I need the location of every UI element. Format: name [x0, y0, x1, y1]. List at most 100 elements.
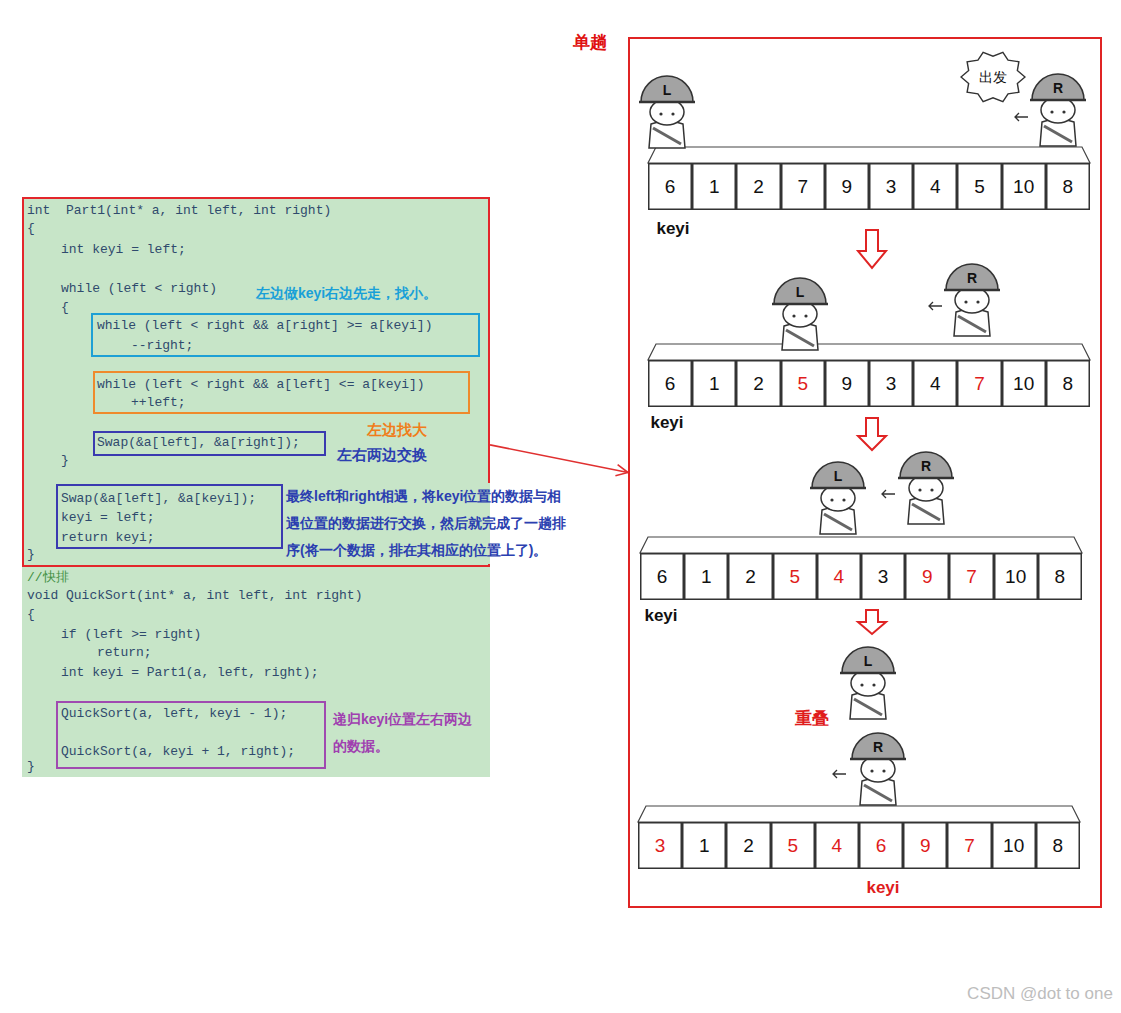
- code-line: keyi = left;: [61, 509, 155, 527]
- array-cell: 3: [869, 360, 913, 407]
- slab-top: [640, 537, 1082, 553]
- code-line: while (left < right && a[left] <= a[keyi…: [97, 376, 425, 394]
- cell-value: 3: [655, 837, 666, 855]
- code-line: while (left < right && a[right] >= a[key…: [97, 317, 432, 335]
- array-cell: 4: [815, 822, 859, 869]
- array-cell: 7: [957, 360, 1001, 407]
- code-line: if (left >= right): [61, 626, 201, 644]
- code-block: Swap(&a[left], &a[right]);: [93, 431, 326, 456]
- cell-value: 6: [665, 178, 676, 196]
- annotation: 最终left和right相遇，将keyi位置的数据与相遇位置的数据进行交换，然后…: [286, 483, 566, 564]
- annotation: 左右两边交换: [337, 445, 427, 464]
- array-cell: 3: [861, 553, 905, 600]
- array-cell: 3: [869, 163, 913, 210]
- pointer-letter: L: [796, 283, 805, 301]
- array-cell: 7: [781, 163, 825, 210]
- array-cell: 10: [1002, 360, 1046, 407]
- key-marker: keyi: [644, 605, 677, 626]
- array-cell: 2: [726, 822, 770, 869]
- array-cell: 4: [913, 163, 957, 210]
- cell-value: 5: [797, 375, 808, 393]
- left-soldier: [810, 462, 866, 534]
- pointer-letter: R: [967, 269, 977, 287]
- bubble-text: 出发: [979, 68, 1007, 86]
- pointer-letter: L: [834, 467, 843, 485]
- array-cell: 9: [825, 163, 869, 210]
- arrow-head: [615, 465, 628, 476]
- key-marker: keyi: [866, 877, 899, 898]
- array-cell: 6: [859, 822, 903, 869]
- array-cell: 3: [638, 822, 682, 869]
- cell-value: 2: [753, 375, 764, 393]
- array-cell: 10: [994, 553, 1038, 600]
- code-line: --right;: [131, 337, 193, 355]
- array-cell: 1: [692, 163, 736, 210]
- array-cell: 7: [949, 553, 993, 600]
- cell-value: 7: [974, 375, 985, 393]
- array-cell: 9: [903, 822, 947, 869]
- code-line: Swap(&a[left], &a[keyi]);: [61, 490, 256, 508]
- array-cell: 8: [1038, 553, 1082, 600]
- code-line: {: [27, 606, 35, 624]
- move-arrow: [882, 490, 895, 498]
- cell-value: 2: [745, 568, 756, 586]
- left-soldier: [840, 647, 896, 719]
- down-arrow: [858, 418, 886, 450]
- code-block: QuickSort(a, left, keyi - 1);QuickSort(a…: [56, 701, 326, 769]
- move-arrow: [1015, 113, 1028, 121]
- code-line: while (left < right): [61, 280, 217, 298]
- right-soldier: [898, 452, 954, 524]
- array-cell: 1: [684, 553, 728, 600]
- array-cell: 8: [1046, 360, 1090, 407]
- array-cell: 5: [771, 822, 815, 869]
- move-arrows: [833, 113, 1028, 778]
- key-marker: keyi: [650, 412, 683, 433]
- array-cell: 2: [736, 360, 780, 407]
- code-line: return keyi;: [61, 529, 155, 547]
- left-soldier: [639, 76, 695, 148]
- code-line: ++left;: [131, 394, 186, 412]
- cell-value: 10: [1003, 837, 1024, 855]
- cell-value: 6: [876, 837, 887, 855]
- array-cell: 6: [640, 553, 684, 600]
- panel-heading: 单趟: [573, 33, 607, 53]
- code-line: int Part1(int* a, int left, int right): [27, 202, 331, 220]
- cell-value: 2: [743, 837, 754, 855]
- trace-panel: 单趟出发612793451086125934710861254397108312…: [628, 37, 1102, 908]
- pointer-letter: R: [873, 738, 883, 756]
- cell-value: 4: [930, 178, 941, 196]
- array-slab-tops: [638, 147, 1090, 822]
- connector-line: [490, 445, 628, 473]
- cell-value: 4: [832, 837, 843, 855]
- cell-value: 10: [1013, 178, 1034, 196]
- cell-value: 1: [709, 375, 720, 393]
- annotation: 递归keyi位置左右两边的数据。: [333, 706, 485, 760]
- code-block: while (left < right && a[left] <= a[keyi…: [93, 371, 470, 414]
- array-cell: 5: [773, 553, 817, 600]
- cell-value: 7: [797, 178, 808, 196]
- code-line: }: [27, 546, 35, 564]
- array-cell: 4: [913, 360, 957, 407]
- cell-value: 1: [701, 568, 712, 586]
- array-cell: 4: [817, 553, 861, 600]
- code-block: while (left < right && a[right] >= a[key…: [91, 313, 480, 357]
- watermark: CSDN @dot to one: [967, 983, 1113, 1004]
- cell-value: 4: [930, 375, 941, 393]
- cell-value: 8: [1063, 178, 1074, 196]
- soldiers: [639, 74, 1086, 805]
- key-marker: keyi: [656, 218, 689, 239]
- slab-top: [648, 147, 1090, 163]
- code-line: {: [61, 299, 69, 317]
- array-cell: 9: [905, 553, 949, 600]
- cell-value: 8: [1053, 837, 1064, 855]
- cell-value: 9: [842, 375, 853, 393]
- code-line: }: [27, 758, 35, 776]
- code-line: {: [27, 220, 35, 238]
- array-cell: 5: [781, 360, 825, 407]
- down-arrow: [858, 610, 886, 634]
- pointer-letter: L: [864, 652, 873, 670]
- pointer-letter: L: [663, 81, 672, 99]
- pointer-letter: R: [921, 457, 931, 475]
